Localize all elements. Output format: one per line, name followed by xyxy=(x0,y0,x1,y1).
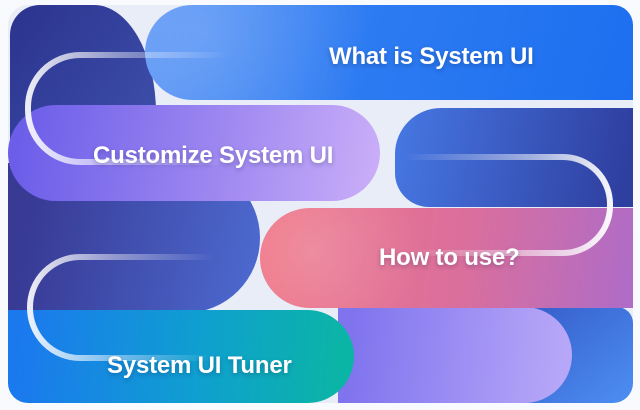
blue-blob-middle-right xyxy=(395,108,633,207)
lavender-pill-bottom-right xyxy=(338,307,572,403)
topic-label-what-is-system-ui: What is System UI xyxy=(329,43,534,70)
topic-label-system-ui-tuner: System UI Tuner xyxy=(107,352,292,379)
topic-label-customize-system-ui: Customize System UI xyxy=(93,142,334,169)
topic-label-how-to-use: How to use? xyxy=(379,244,520,271)
banner-card: What is System UI Customize System UI Ho… xyxy=(8,5,633,403)
